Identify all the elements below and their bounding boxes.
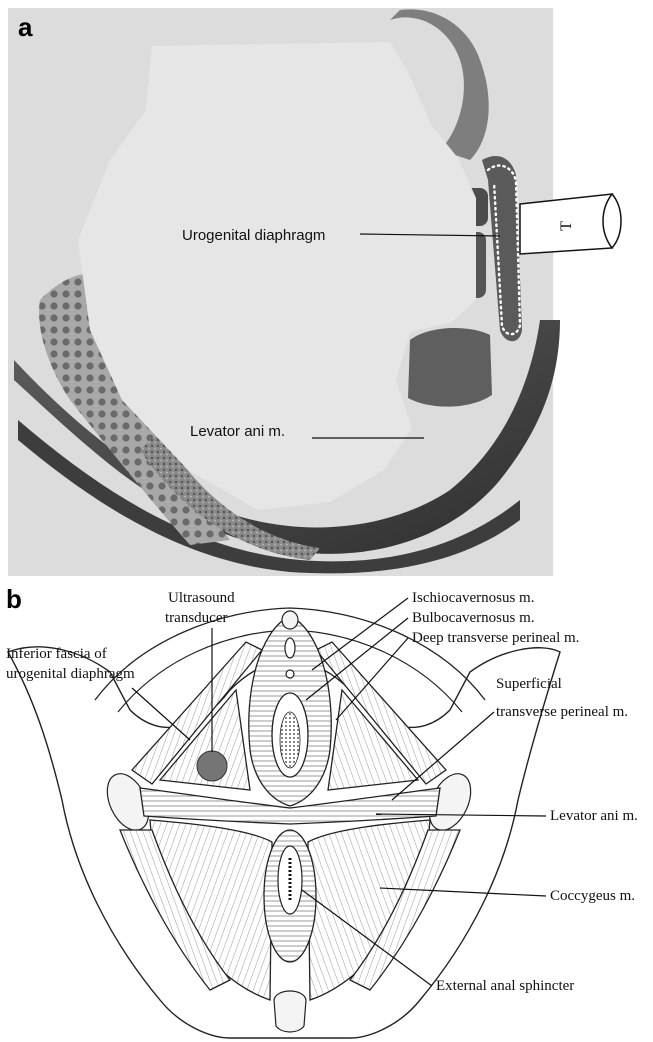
label-external-anal-sphincter: External anal sphincter <box>436 978 574 994</box>
label-superficial-line1: Superficial <box>496 676 562 692</box>
label-inferior-fascia-line1: Inferior fascia of <box>6 646 107 662</box>
panel-a-letter: a <box>18 12 33 42</box>
coccyx <box>274 991 306 1032</box>
label-deep-transverse: Deep transverse perineal m. <box>412 630 579 646</box>
label-levator-ani-a: Levator ani m. <box>190 423 285 440</box>
label-ultrasound-line1: Ultrasound <box>168 590 235 606</box>
rectum-block <box>408 328 492 407</box>
panel-b: b <box>0 580 653 1042</box>
panel-b-figure: b <box>0 580 653 1042</box>
label-superficial-line2: transverse perineal m. <box>496 704 628 720</box>
ultrasound-transducer-marker <box>197 751 227 781</box>
panel-b-letter: b <box>6 584 22 614</box>
pubic-symphysis <box>282 611 298 629</box>
label-coccygeus: Coccygeus m. <box>550 888 635 904</box>
label-urogenital-diaphragm: Urogenital diaphragm <box>182 227 325 244</box>
panel-a: T a Urogenital diaphragm Levator ani m. <box>0 0 653 580</box>
vaginal-interior <box>280 712 300 768</box>
transducer-mark: T <box>558 221 575 231</box>
label-inferior-fascia-line2: urogenital diaphragm <box>6 666 135 682</box>
clitoris <box>285 638 295 658</box>
panel-a-figure: T a Urogenital diaphragm Levator ani m. <box>0 0 653 580</box>
label-ultrasound-line2: transducer <box>165 610 227 626</box>
label-ischiocavernosus: Ischiocavernosus m. <box>412 590 534 606</box>
urethral-opening <box>286 670 294 678</box>
label-bulbocavernosus: Bulbocavernosus m. <box>412 610 534 626</box>
label-levator-ani-b: Levator ani m. <box>550 808 638 824</box>
transducer: T <box>520 194 621 254</box>
